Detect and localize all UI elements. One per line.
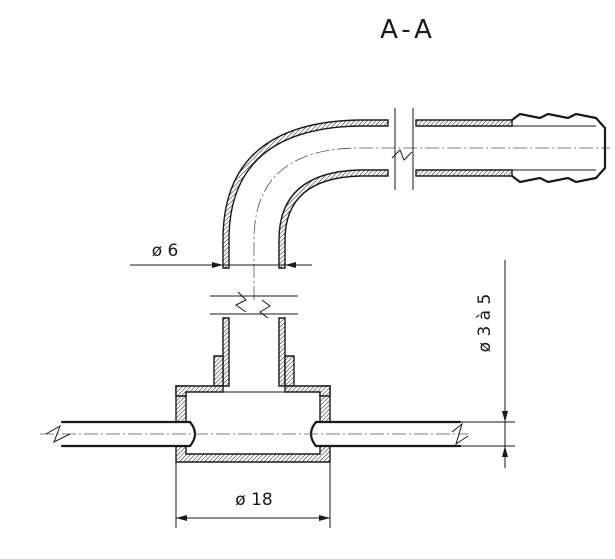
dimension-stem-diameter: ø 6 xyxy=(130,241,312,268)
elbow-outer-wall xyxy=(222,119,389,269)
tee-body xyxy=(175,385,331,463)
vertical-break xyxy=(210,291,298,319)
elbow-tube xyxy=(222,119,610,300)
hose-barb xyxy=(415,112,607,184)
dimension-wall-range: ø 3 à 5 xyxy=(460,260,515,468)
side-tubes xyxy=(40,420,469,448)
dimension-base-diameter: ø 18 xyxy=(175,462,331,528)
stem xyxy=(213,317,295,387)
dimension-label-base: ø 18 xyxy=(235,490,272,510)
barb-profile-top xyxy=(510,112,607,130)
section-title: A-A xyxy=(380,15,436,45)
dimension-label-stem: ø 6 xyxy=(152,241,179,261)
dimension-label-range: ø 3 à 5 xyxy=(475,294,495,353)
tee-bottom xyxy=(175,445,331,463)
barb-profile-bottom xyxy=(510,166,607,184)
elbow-inner-wall xyxy=(278,169,389,269)
horizontal-break xyxy=(391,108,414,190)
tee-top xyxy=(175,385,224,397)
elbow-centerline xyxy=(253,147,610,300)
